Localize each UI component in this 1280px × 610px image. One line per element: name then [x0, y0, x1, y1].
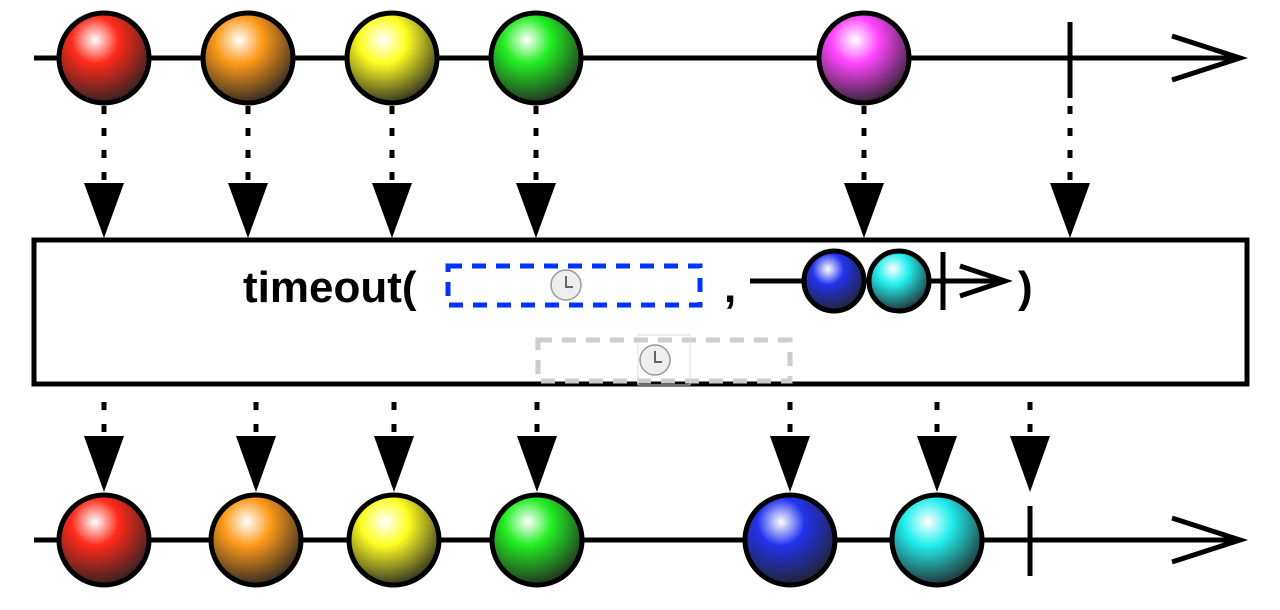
- comma: ,: [724, 263, 736, 312]
- arrowhead: [770, 436, 810, 492]
- marble-yellow: [344, 10, 440, 106]
- arrowhead: [372, 183, 412, 238]
- marble-cyan: [866, 248, 932, 314]
- marble-red: [56, 492, 152, 588]
- operator-label: timeout(: [243, 263, 417, 312]
- arrowhead: [917, 436, 957, 492]
- marble-green: [488, 10, 584, 106]
- marble-green: [489, 492, 585, 588]
- arrowhead: [236, 436, 276, 492]
- arrowhead: [517, 436, 557, 492]
- marble-cyan: [889, 492, 985, 588]
- marble-orange: [200, 10, 296, 106]
- marble-magenta: [816, 10, 912, 106]
- clock-icon: [550, 269, 582, 301]
- clock-icon: [639, 344, 671, 376]
- timeout-duration-box: [445, 263, 703, 308]
- arrowhead: [1050, 183, 1090, 238]
- arrowhead: [1010, 436, 1050, 492]
- close-paren: ): [1018, 263, 1033, 312]
- arrowhead: [84, 436, 124, 492]
- arrowhead: [374, 436, 414, 492]
- marble-orange: [208, 492, 304, 588]
- elapsed-timer-box: [535, 337, 793, 384]
- operator-box: timeout( , ): [31, 237, 1250, 387]
- marble-blue: [801, 248, 867, 314]
- marble-blue: [742, 492, 838, 588]
- arrowhead: [228, 183, 268, 238]
- arrowhead: [844, 183, 884, 238]
- arrowhead: [516, 183, 556, 238]
- arrowhead: [84, 183, 124, 238]
- marble-red: [56, 10, 152, 106]
- marble-yellow: [346, 492, 442, 588]
